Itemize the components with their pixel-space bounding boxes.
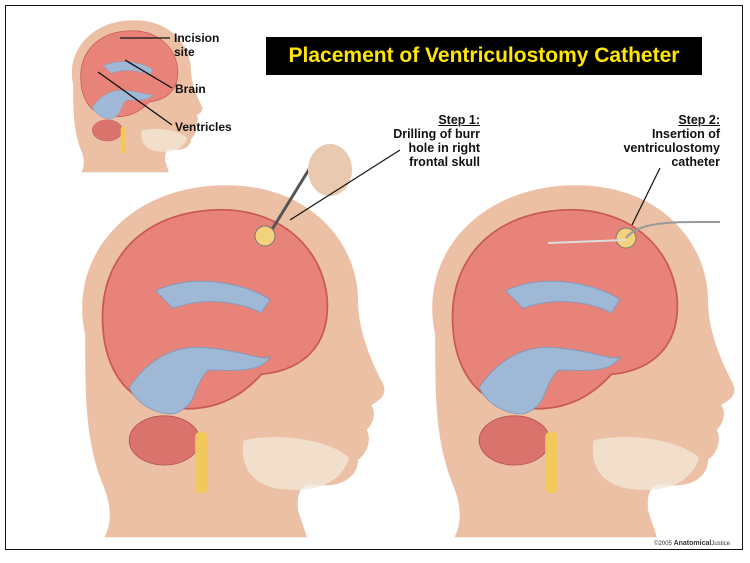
step2-text: Insertion of ventriculostomy catheter [623, 127, 720, 169]
step2-heading: Step 2: [678, 113, 720, 127]
step1-heading: Step 1: [438, 113, 480, 127]
image-frame [5, 5, 743, 550]
copyright-notice: ©2005 AnatomicalJustice [654, 540, 730, 547]
label-incision-site: Incision site [174, 31, 220, 59]
label-brain: Brain [175, 82, 206, 96]
page-title: Placement of Ventriculostomy Catheter [266, 37, 702, 75]
step2-caption: Step 2: Insertion of ventriculostomy cat… [600, 113, 720, 169]
copyright-year: ©2005 [654, 541, 672, 547]
copyright-suffix: Justice [711, 541, 730, 547]
copyright-brand: Anatomical [673, 540, 712, 547]
step1-text: Drilling of burr hole in right frontal s… [393, 127, 480, 169]
step1-caption: Step 1: Drilling of burr hole in right f… [360, 113, 480, 169]
label-ventricles: Ventricles [175, 120, 232, 134]
